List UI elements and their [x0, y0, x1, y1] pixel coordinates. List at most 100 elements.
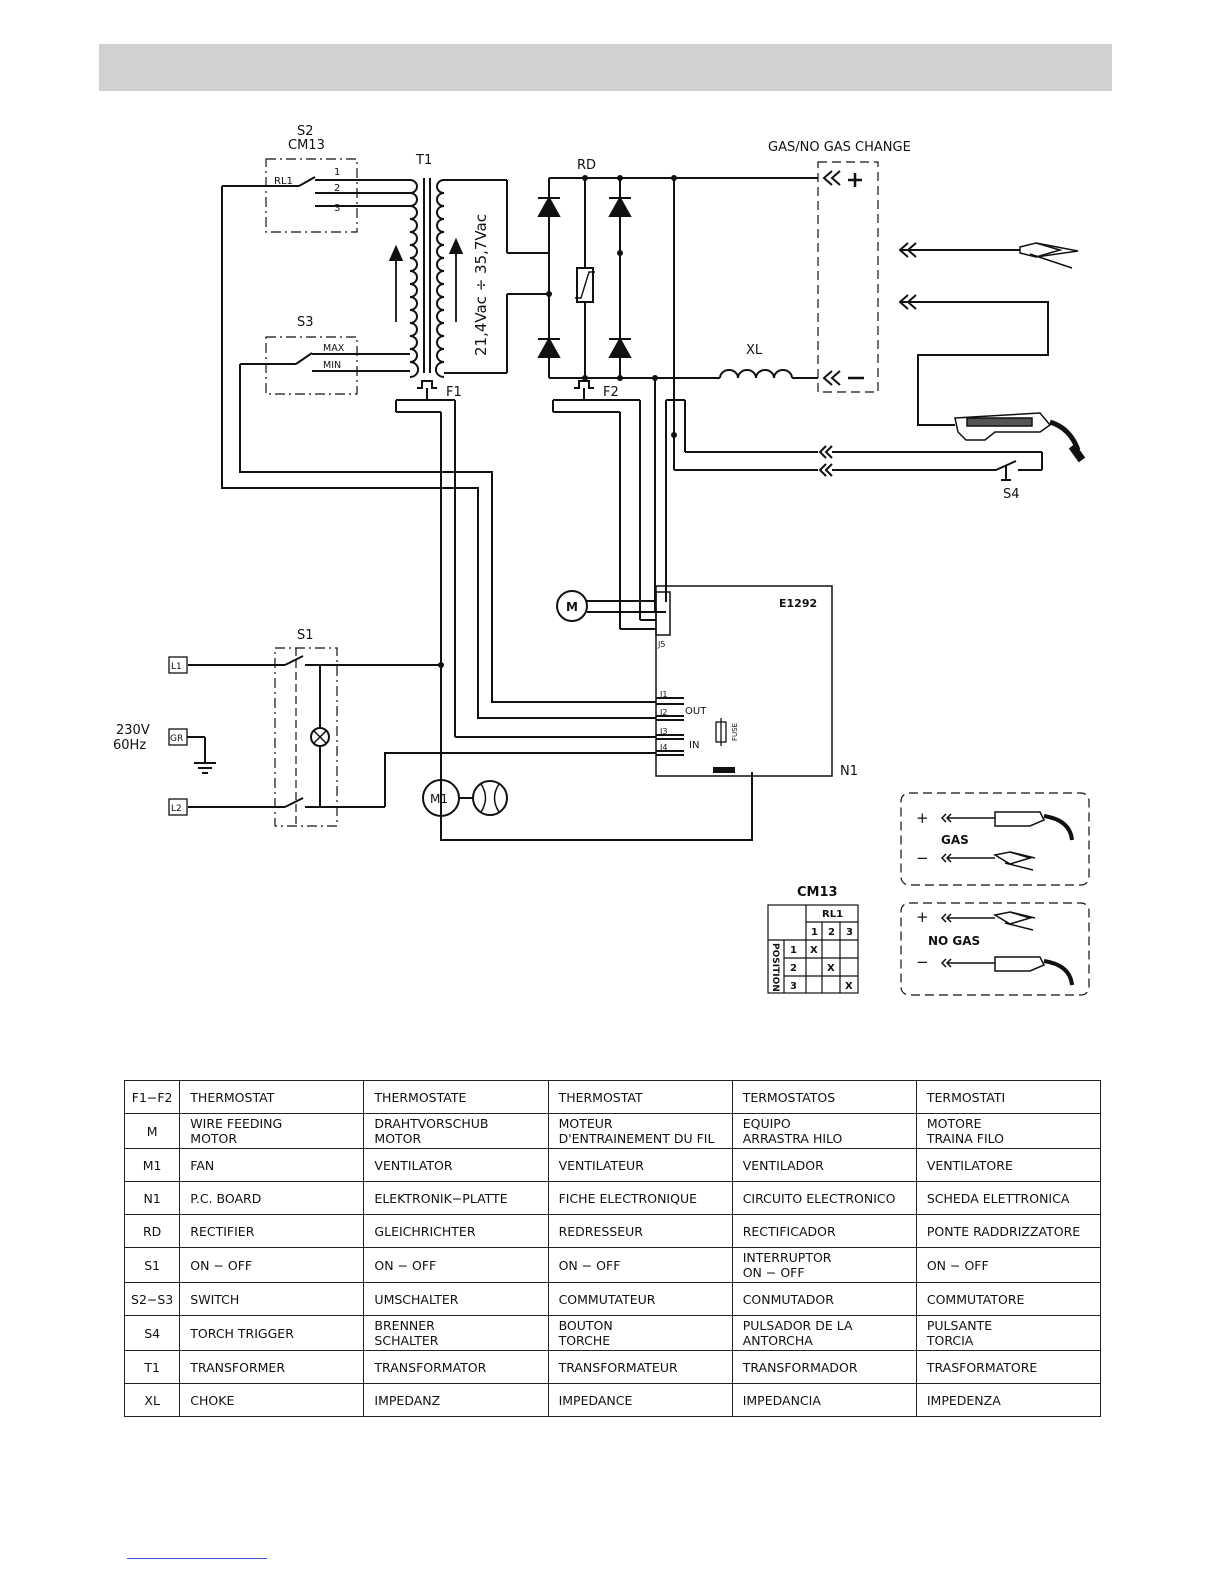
j3-label: J3 — [659, 727, 667, 736]
cm13-row-1-pos: 1 — [790, 945, 797, 956]
rectifier-rd — [537, 177, 818, 470]
table-row: M1 FAN VENTILATOR VENTILATEUR VENTILADOR… — [123, 1148, 1102, 1182]
legend-es: IMPEDANCIA — [731, 1383, 917, 1417]
table-row: N1 P.C. BOARD ELEKTRONIK−PLATTE FICHE EL… — [123, 1181, 1102, 1215]
supply-frequency: 60Hz — [113, 738, 146, 753]
legend-de: VENTILATOR — [363, 1148, 549, 1182]
legend-en: RECTIFIER — [179, 1214, 365, 1248]
legend-en: ON − OFF — [179, 1247, 365, 1283]
legend-de: BRENNER SCHALTER — [363, 1315, 549, 1351]
legend-es: VENTILADOR — [731, 1148, 917, 1182]
wire-feed-motor — [556, 590, 666, 622]
legend-es: TRANSFORMADOR — [731, 1350, 917, 1384]
cm13-label: CM13 — [288, 138, 325, 153]
legend-fr: ON − OFF — [547, 1247, 733, 1283]
legend-de: GLEICHRICHTER — [363, 1214, 549, 1248]
gas-box-minus: − — [916, 849, 929, 867]
choke-xl — [719, 369, 818, 379]
legend-en: THERMOSTAT — [179, 1080, 365, 1114]
earth-clamp-icon — [1019, 242, 1079, 269]
s4-label: S4 — [1003, 487, 1020, 502]
footer-rule — [127, 1558, 267, 1559]
gr-label: GR — [170, 734, 183, 744]
s3-label: S3 — [297, 315, 314, 330]
s2-pos1: 1 — [334, 167, 340, 178]
legend-it: TRASFORMATORE — [915, 1350, 1102, 1384]
table-row: M WIRE FEEDING MOTOR DRAHTVORSCHUB MOTOR… — [123, 1113, 1102, 1149]
legend-en: TORCH TRIGGER — [179, 1315, 365, 1351]
junction-dots — [438, 175, 677, 668]
gas-box-plus: + — [916, 809, 929, 827]
board-label: E1292 — [779, 597, 817, 610]
legend-es: TERMOSTATOS — [731, 1080, 917, 1114]
legend-de: THERMOSTATE — [363, 1080, 549, 1114]
control-wires — [221, 186, 656, 807]
wiring-diagram: S2 CM13 RL1 1 2 3 S3 MAX MIN T1 21,4Vac … — [113, 124, 1090, 996]
j4-label: J4 — [659, 743, 667, 752]
thermostat-f1 — [395, 380, 456, 840]
out-label: OUT — [685, 706, 707, 717]
legend-fr: IMPEDANCE — [547, 1383, 733, 1417]
m1-label: M1 — [430, 792, 448, 806]
legend-es: INTERRUPTOR ON − OFF — [731, 1247, 917, 1283]
min-label: MIN — [323, 360, 341, 371]
legend-de: ON − OFF — [363, 1247, 549, 1283]
s2-switch — [222, 158, 410, 233]
nogas-box-minus: − — [916, 953, 929, 971]
l1-label: L1 — [171, 662, 182, 672]
table-row: T1 TRANSFORMER TRANSFORMATOR TRANSFORMAT… — [123, 1350, 1102, 1384]
nogas-box-label: NO GAS — [928, 934, 980, 948]
fuse-label: FUSE — [731, 723, 739, 741]
legend-de: UMSCHALTER — [363, 1282, 549, 1316]
legend-es: RECTIFICADOR — [731, 1214, 917, 1248]
cm13-row-3-pos: 3 — [790, 981, 797, 992]
cm13-col-1: 1 — [811, 927, 818, 938]
j2-label: J2 — [659, 708, 667, 717]
legend-code: F1−F2 — [123, 1080, 181, 1114]
pc-board-n1 — [655, 585, 833, 777]
legend-fr: COMMUTATEUR — [547, 1282, 733, 1316]
legend-en: CHOKE — [179, 1383, 365, 1417]
transformer-t1 — [388, 178, 549, 378]
s2-pos2: 2 — [334, 183, 340, 194]
max-label: MAX — [323, 343, 345, 354]
legend-it: SCHEDA ELETTRONICA — [915, 1181, 1102, 1215]
legend-code: XL — [123, 1383, 181, 1417]
legend-code: T1 — [123, 1350, 181, 1384]
legend-it: PULSANTE TORCIA — [915, 1315, 1102, 1351]
legend-de: TRANSFORMATOR — [363, 1350, 549, 1384]
table-row: XL CHOKE IMPEDANZ IMPEDANCE IMPEDANCIA I… — [123, 1383, 1102, 1417]
legend-de: DRAHTVORSCHUB MOTOR — [363, 1113, 549, 1149]
cm13-row-2-pos: 2 — [790, 963, 797, 974]
supply-voltage: 230V — [116, 723, 150, 738]
cm13-r3c3: X — [845, 981, 853, 992]
cm13-r1c1: X — [810, 945, 818, 956]
legend-code: M1 — [123, 1148, 181, 1182]
xl-label: XL — [746, 343, 763, 358]
f1-label: F1 — [446, 385, 462, 400]
thermostat-f2 — [552, 378, 686, 630]
legend-fr: REDRESSEUR — [547, 1214, 733, 1248]
legend-de: IMPEDANZ — [363, 1383, 549, 1417]
motor-m-label: M — [566, 600, 578, 614]
table-row: RD RECTIFIER GLEICHRICHTER REDRESSEUR RE… — [123, 1214, 1102, 1248]
component-legend-table: F1−F2 THERMOSTAT THERMOSTATE THERMOSTAT … — [123, 1080, 1102, 1417]
voltage-label: 21,4Vac ÷ 35,7Vac — [472, 214, 490, 356]
cm13-table-side-label: POSITION — [770, 943, 780, 992]
legend-es: CIRCUITO ELECTRONICO — [731, 1181, 917, 1215]
cm13-col-3: 3 — [846, 927, 853, 938]
legend-fr: BOUTON TORCHE — [547, 1315, 733, 1351]
nogas-config-box — [900, 902, 1090, 996]
legend-it: ON − OFF — [915, 1247, 1102, 1283]
legend-en: TRANSFORMER — [179, 1350, 365, 1384]
legend-it: MOTORE TRAINA FILO — [915, 1113, 1102, 1149]
fan-m1 — [422, 772, 753, 841]
legend-code: S1 — [123, 1247, 181, 1283]
legend-it: VENTILATORE — [915, 1148, 1102, 1182]
legend-fr: VENTILATEUR — [547, 1148, 733, 1182]
legend-fr: MOTEUR D'ENTRAINEMENT DU FIL — [547, 1113, 733, 1149]
legend-code: S4 — [123, 1315, 181, 1351]
s2-pos3: 3 — [334, 203, 340, 214]
legend-it: IMPEDENZA — [915, 1383, 1102, 1417]
table-row: S2−S3 SWITCH UMSCHALTER COMMUTATEUR CONM… — [123, 1282, 1102, 1316]
